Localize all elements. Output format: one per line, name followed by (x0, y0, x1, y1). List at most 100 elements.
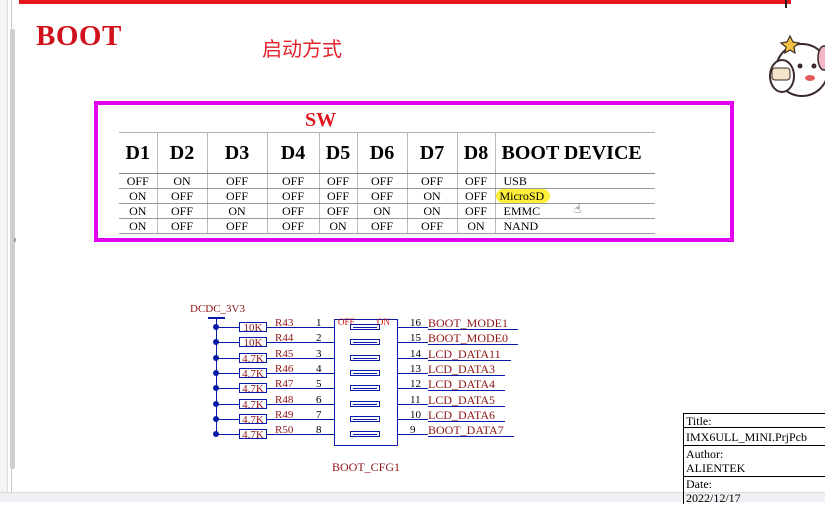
table-cell: OFF (267, 203, 320, 219)
switch-slot (350, 385, 380, 391)
net-label: LCD_DATA4 (428, 378, 506, 391)
pin-number: 1 (316, 317, 322, 329)
mascot-sticker-icon (769, 34, 825, 97)
resistor-value: 4.7K (239, 429, 267, 441)
table-cell: ON (407, 188, 458, 204)
wire (398, 327, 428, 328)
table-cell: ON (357, 203, 408, 219)
scroll-handle[interactable] (10, 29, 15, 469)
resistor-value: 10K (239, 337, 267, 349)
bottom-scrollbar[interactable] (0, 492, 825, 502)
table-cell: OFF (157, 203, 208, 219)
net-label: LCD_DATA11 (428, 348, 511, 361)
switch-slot (350, 355, 380, 361)
table-header-row: D1 D2 D3 D4 D5 D6 D7 D8 BOOT DEVICE (119, 132, 655, 174)
title-value: IMX6ULL_MINI.PrjPcb (686, 430, 807, 444)
pin-number: 14 (410, 348, 421, 360)
table-cell: OFF (357, 173, 408, 189)
table-cell: OFF (357, 218, 408, 234)
boot-device-cell: USB (495, 173, 655, 189)
boot-switch-table: D1 D2 D3 D4 D5 D6 D7 D8 BOOT DEVICE OFF … (119, 132, 655, 234)
title-block-line (683, 427, 825, 428)
top-rule-tick (785, 0, 787, 8)
collapse-arrow-icon[interactable]: ‹ (13, 235, 17, 246)
resistor-value: 4.7K (239, 399, 267, 411)
table-cell: OFF (207, 173, 268, 189)
sw-table-frame (94, 101, 734, 242)
wire (267, 358, 334, 359)
author-label: Author: (686, 447, 724, 461)
table-cell: OFF (357, 188, 408, 204)
pin-number: 15 (410, 332, 421, 344)
junction-dot (213, 370, 219, 376)
resistor-value: 10K (239, 322, 267, 334)
column-header: D4 (267, 132, 320, 174)
pin-number: 9 (410, 424, 416, 436)
power-net-label: DCDC_3V3 (190, 303, 246, 315)
wire (267, 434, 334, 435)
wire (217, 404, 239, 405)
table-cell: ON (457, 218, 496, 234)
mouse-cursor-icon: ☝ (574, 202, 582, 216)
resistor-ref: R46 (275, 363, 294, 375)
column-header: D7 (407, 132, 458, 174)
column-header: BOOT DEVICE (495, 132, 655, 174)
table-row: ON OFF OFF OFF OFF OFF ON OFF MicroSD (119, 188, 655, 204)
table-cell: ON (119, 218, 158, 234)
wire (398, 434, 428, 435)
wire (267, 342, 334, 343)
table-cell: ON (119, 188, 158, 204)
date-value: 2022/12/17 (686, 491, 741, 505)
table-cell: OFF (407, 218, 458, 234)
page-subtitle: 启动方式 (262, 37, 342, 61)
resistor-ref: R50 (275, 424, 294, 436)
page-title: BOOT (36, 20, 122, 52)
pin-number: 7 (316, 409, 322, 421)
table-row: OFF ON OFF OFF OFF OFF OFF OFF USB (119, 173, 655, 189)
wire (217, 358, 239, 359)
pin-number: 2 (316, 332, 322, 344)
net-label: LCD_DATA5 (428, 394, 506, 407)
title-label: Title: (686, 414, 712, 428)
pin-number: 11 (410, 394, 421, 406)
table-cell: OFF (319, 203, 358, 219)
net-label: BOOT_MODE1 (428, 317, 518, 330)
resistor-ref: R45 (275, 348, 294, 360)
boot-device-cell: NAND (495, 218, 655, 234)
column-header: D3 (207, 132, 268, 174)
wire (267, 388, 334, 389)
table-cell: OFF (267, 188, 320, 204)
boot-device-cell: EMMC (495, 203, 655, 219)
junction-dot (213, 339, 219, 345)
wire (217, 434, 239, 435)
wire (398, 358, 428, 359)
resistor-ref: R47 (275, 378, 294, 390)
table-cell: OFF (457, 188, 496, 204)
column-header: D1 (119, 132, 158, 174)
junction-dot (213, 324, 219, 330)
wire (267, 419, 334, 420)
table-cell: ON (207, 203, 268, 219)
column-header: D6 (357, 132, 408, 174)
author-value: ALIENTEK (686, 461, 746, 475)
dip-switch-body (334, 319, 398, 446)
table-cell: OFF (457, 203, 496, 219)
wire (267, 404, 334, 405)
table-cell: ON (319, 218, 358, 234)
wire (398, 388, 428, 389)
junction-dot (213, 416, 219, 422)
wire (217, 419, 239, 420)
boot-device-cell: MicroSD (495, 188, 655, 204)
table-cell: OFF (157, 188, 208, 204)
switch-off-label: OFF (338, 317, 355, 327)
pin-number: 4 (316, 363, 322, 375)
column-header: D8 (457, 132, 496, 174)
component-name: BOOT_CFG1 (332, 460, 401, 474)
pin-number: 13 (410, 363, 421, 375)
column-header: D5 (319, 132, 358, 174)
table-cell: OFF (267, 173, 320, 189)
table-cell: OFF (319, 188, 358, 204)
net-label: LCD_DATA6 (428, 409, 506, 422)
switch-slot (350, 431, 380, 437)
resistor-value: 4.7K (239, 353, 267, 365)
